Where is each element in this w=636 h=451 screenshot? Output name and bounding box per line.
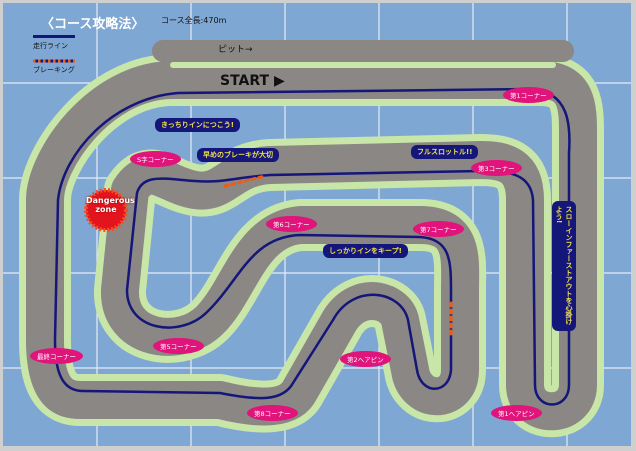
course-length: コース全長:470m — [161, 16, 227, 25]
danger-burst — [84, 188, 128, 232]
callout-hold-inside: しっかりインをキープ! — [323, 244, 408, 258]
pit-label: ピット→ — [218, 45, 253, 55]
hairpin-2: 第2ヘアピン — [340, 351, 391, 367]
danger-line2: zone — [95, 205, 117, 214]
start-label: START ▶ — [220, 73, 285, 89]
racing-line — [53, 87, 571, 406]
corner-8: 第8コーナー — [247, 405, 298, 421]
danger-line1: Dangerous — [86, 196, 135, 205]
corner-s: S字コーナー — [130, 151, 181, 167]
callout-keep-inside: きっちりインにつこう! — [155, 118, 240, 132]
legend-brake-label: ブレーキング — [33, 66, 75, 74]
danger-zone: Dangerous zone — [86, 196, 135, 214]
legend-line-label: 走行ライン — [33, 42, 68, 50]
final-corner: 最終コーナー — [30, 348, 83, 364]
track-asphalt — [26, 61, 598, 431]
corner-6: 第6コーナー — [266, 216, 317, 232]
map-board: 〈コース攻略法〉 コース全長:470m 走行ライン ブレーキング ピット→ ST… — [3, 3, 631, 446]
track-svg — [3, 3, 631, 446]
corner-1: 第1コーナー — [503, 87, 554, 103]
callout-full-throttle: フルスロットル!! — [411, 145, 479, 159]
callout-early-brake: 早めのブレーキが大切 — [197, 148, 279, 162]
page-title: 〈コース攻略法〉 — [41, 17, 145, 32]
hairpin-1: 第1ヘアピン — [491, 405, 542, 421]
legend-line-swatch — [33, 35, 75, 38]
corner-3: 第3コーナー — [471, 160, 522, 176]
corner-7: 第7コーナー — [413, 221, 464, 237]
callout-slow-in: スローインファーストアウトを心掛けよう! — [552, 201, 576, 331]
corner-5: 第5コーナー — [153, 338, 204, 354]
